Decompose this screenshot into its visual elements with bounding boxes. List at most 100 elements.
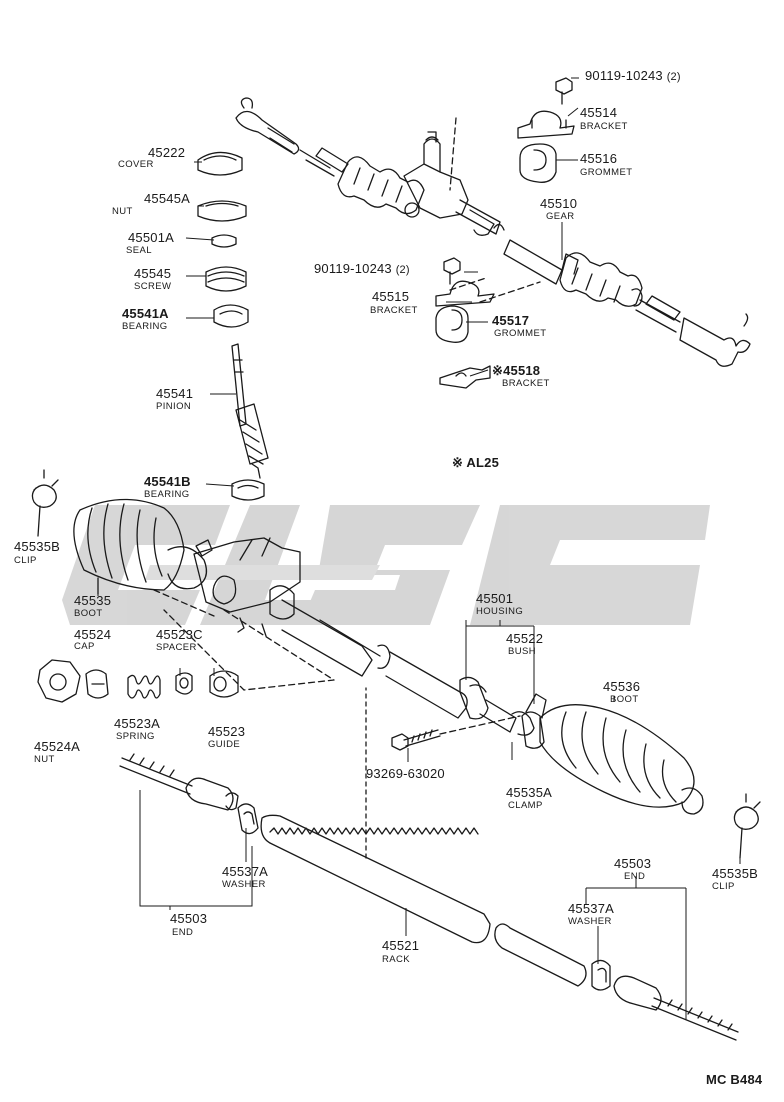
bearing-45541b-drawing	[231, 479, 265, 501]
bush-pn: 45522	[506, 631, 544, 646]
bolt-mid-label: 90119-10243 (2)	[314, 261, 410, 276]
boot-left-pn: 45535	[74, 593, 112, 608]
spring-name: SPRING	[116, 731, 155, 742]
grommet-45517-drawing	[435, 305, 469, 343]
gear-pn: 45510	[540, 196, 578, 211]
clamp-drawing	[521, 711, 545, 749]
bearing-a-pn: 45541A	[122, 306, 169, 321]
end-right-name: END	[624, 871, 646, 882]
seal-45501a-drawing	[211, 234, 237, 248]
bracket-al25-name: BRACKET	[502, 378, 550, 389]
gear-assembly-drawing	[235, 97, 751, 367]
clamp-pn: 45535A	[506, 785, 553, 800]
spring-45523a-drawing	[127, 674, 161, 699]
clip-right-name: CLIP	[712, 881, 735, 892]
seal-name: SEAL	[126, 245, 152, 256]
figure-code: MC B484	[706, 1072, 763, 1087]
bearing-b-pn: 45541B	[144, 474, 191, 489]
washer-left-name: WASHER	[222, 879, 266, 890]
cap-45524-drawing	[85, 669, 109, 699]
variant-mark: ※ AL25	[452, 455, 500, 470]
end-right-drawing	[613, 975, 739, 1041]
cap-name: CAP	[74, 641, 95, 652]
nut-45524a-drawing	[37, 659, 81, 703]
end-right-pn: 45503	[614, 856, 652, 871]
spring-pn: 45523A	[114, 716, 161, 731]
spacer-pn: 45523C	[156, 627, 203, 642]
bolt-90119-top-drawing	[555, 77, 573, 105]
nut-a-pn: 45545A	[144, 191, 191, 206]
spacer-name: SPACER	[156, 642, 197, 653]
bearing-b-name: BEARING	[144, 489, 190, 500]
guide-name: GUIDE	[208, 739, 241, 750]
nut-24a-pn: 45524A	[34, 739, 81, 754]
cover-45222-drawing	[197, 151, 243, 176]
cover-name: COVER	[118, 159, 154, 170]
bracket-mid-pn: 45515	[372, 289, 410, 304]
grommet-mid-pn: 45517	[492, 313, 530, 328]
bracket-45518-drawing	[439, 365, 491, 389]
pinion-45541-drawing	[231, 343, 269, 479]
washer-right-pn: 45537A	[568, 901, 615, 916]
clip-right-pn: 45535B	[712, 866, 759, 881]
bracket-top-pn: 45514	[580, 105, 618, 120]
nut-45545a-drawing	[197, 200, 247, 222]
washer-left-pn: 45537A	[222, 864, 269, 879]
housing-body-drawing	[193, 537, 547, 736]
bracket-45514-drawing	[517, 110, 575, 139]
guide-45523-drawing	[209, 670, 239, 698]
nut-a-name: NUT	[112, 206, 133, 217]
bracket-mid-name: BRACKET	[370, 305, 418, 316]
boot-left-drawing	[73, 498, 208, 595]
nut-24a-name: NUT	[34, 754, 55, 765]
bolt-90119-mid-drawing	[443, 257, 461, 285]
rack-drawing	[260, 687, 587, 987]
clip-left-drawing	[31, 469, 59, 537]
grommet-45516-drawing	[519, 143, 557, 183]
grommet-top-pn: 45516	[580, 151, 618, 166]
bush-name: BUSH	[508, 646, 536, 657]
washer-right-name: WASHER	[568, 916, 612, 927]
guide-pn: 45523	[208, 724, 246, 739]
gear-name: GEAR	[546, 211, 575, 222]
bolt-top-label: 90119-10243 (2)	[585, 68, 681, 83]
pinion-name: PINION	[156, 401, 192, 412]
grommet-mid-name: GROMMET	[494, 328, 547, 339]
housing-pn: 45501	[476, 591, 514, 606]
clip-left-pn: 45535B	[14, 539, 61, 554]
seal-pn: 45501A	[128, 230, 175, 245]
washer-right-drawing	[591, 959, 611, 991]
leader-lines	[97, 77, 741, 1020]
boot-right-pn: 45536	[603, 679, 641, 694]
rack-name: RACK	[382, 954, 410, 965]
bolt-93269-pn: 93269-63020	[366, 766, 445, 781]
cap-pn: 45524	[74, 627, 112, 642]
housing-name: HOUSING	[476, 606, 524, 617]
clip-right-drawing	[733, 793, 761, 859]
bearing-a-name: BEARING	[122, 321, 168, 332]
cover-pn: 45222	[148, 145, 186, 160]
clip-left-name: CLIP	[14, 555, 37, 566]
bracket-45515-drawing	[435, 280, 495, 307]
bolt-93269-drawing	[391, 729, 441, 751]
clamp-name: CLAMP	[508, 800, 543, 811]
bearing-45541a-drawing	[213, 304, 249, 328]
boot-right-drawing	[539, 704, 704, 815]
washer-left-drawing	[237, 803, 259, 835]
boot-left-name: BOOT	[74, 608, 103, 619]
boot-right-name: BOOT	[610, 694, 639, 705]
screw-45545-drawing	[205, 266, 247, 292]
end-left-name: END	[172, 927, 194, 938]
bracket-top-name: BRACKET	[580, 121, 628, 132]
end-left-pn: 45503	[170, 911, 208, 926]
screw-pn: 45545	[134, 266, 172, 281]
rack-pn: 45521	[382, 938, 420, 953]
spacer-45523c-drawing	[175, 672, 193, 695]
end-left-drawing	[119, 753, 239, 811]
bracket-al25-pn: ※45518	[492, 363, 541, 378]
screw-name: SCREW	[134, 281, 172, 292]
pinion-pn: 45541	[156, 386, 194, 401]
grommet-top-name: GROMMET	[580, 167, 633, 178]
